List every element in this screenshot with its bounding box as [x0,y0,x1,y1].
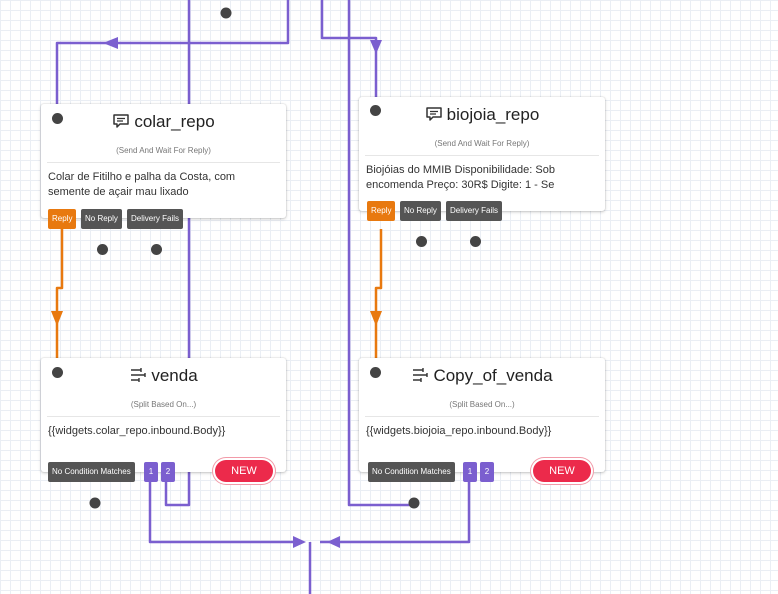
no-reply-transition[interactable]: No Reply [400,201,441,221]
new-transition-button[interactable]: NEW [215,460,273,482]
chat-bubble-icon [425,106,443,127]
widget-venda[interactable]: venda (Split Based On...) {{widgets.cola… [41,358,286,482]
widget-title-text: venda [151,366,198,385]
widget-title: Copy_of_venda [359,366,605,388]
divider [365,416,599,417]
widget-title: colar_repo [41,112,286,134]
condition-1-transition[interactable]: 1 [463,462,477,482]
split-icon [411,367,429,388]
no-reply-connector[interactable] [416,236,427,247]
wire-biojoia-reply [374,229,383,370]
delivery-fails-connector[interactable] [151,244,162,255]
widget-type: (Split Based On...) [449,400,515,409]
delivery-fails-connector[interactable] [470,236,481,247]
widget-body: {{widgets.biojoia_repo.inbound.Body}} [366,425,552,437]
arrow-down-icon [370,311,382,326]
wire-top-left-in [55,0,290,113]
input-connector[interactable] [52,113,63,124]
wire-top-to-biojoia [320,0,378,110]
input-connector[interactable] [370,105,381,116]
no-reply-transition[interactable]: No Reply [81,209,122,229]
widget-body: Biojóias do MMIB Disponibilidade: Sob en… [366,164,555,191]
divider [47,416,280,417]
widget-biojoia-repo[interactable]: biojoia_repo (Send And Wait For Reply) B… [359,97,605,247]
widget-copy-of-venda[interactable]: Copy_of_venda (Split Based On...) {{widg… [359,358,605,482]
delivery-fails-transition[interactable]: Delivery Fails [127,209,184,229]
delivery-fails-transition[interactable]: Delivery Fails [446,201,503,221]
condition-2-transition[interactable]: 2 [161,462,175,482]
widget-title-text: biojoia_repo [446,105,540,124]
connector-dot [408,497,420,509]
chat-bubble-icon [112,113,130,134]
condition-2-transition[interactable]: 2 [480,462,494,482]
divider [47,162,280,163]
input-connector[interactable] [370,367,381,378]
reply-transition[interactable]: Reply [48,209,77,229]
condition-1-transition[interactable]: 1 [144,462,158,482]
arrow-left-icon [327,536,340,548]
connector-dot [220,7,232,19]
connector-dot [89,497,101,509]
arrow-down-icon [51,311,63,326]
no-condition-transition[interactable]: No Condition Matches [48,462,135,482]
widget-body: {{widgets.colar_repo.inbound.Body}} [48,425,226,437]
widget-body: Colar de Fitilho e palha da Costa, com s… [48,171,236,198]
widget-title: biojoia_repo [359,105,605,127]
divider [365,155,599,156]
widget-type: (Send And Wait For Reply) [434,139,530,148]
arrow-right-icon [293,536,306,548]
widget-colar-repo[interactable]: colar_repo (Send And Wait For Reply) Col… [41,104,286,255]
arrow-left-icon [103,37,118,49]
widget-type: (Split Based On...) [130,400,197,409]
wire-colar-reply [55,229,64,370]
widget-title-text: Copy_of_venda [433,366,553,385]
new-transition-button[interactable]: NEW [533,460,591,482]
no-reply-connector[interactable] [97,244,108,255]
widget-title: venda [41,366,286,388]
reply-transition[interactable]: Reply [367,201,396,221]
arrow-down-icon [370,40,382,54]
input-connector[interactable] [52,367,63,378]
widget-type: (Send And Wait For Reply) [116,146,211,155]
no-condition-transition[interactable]: No Condition Matches [368,462,455,482]
widget-title-text: colar_repo [134,112,215,131]
split-icon [129,367,147,388]
